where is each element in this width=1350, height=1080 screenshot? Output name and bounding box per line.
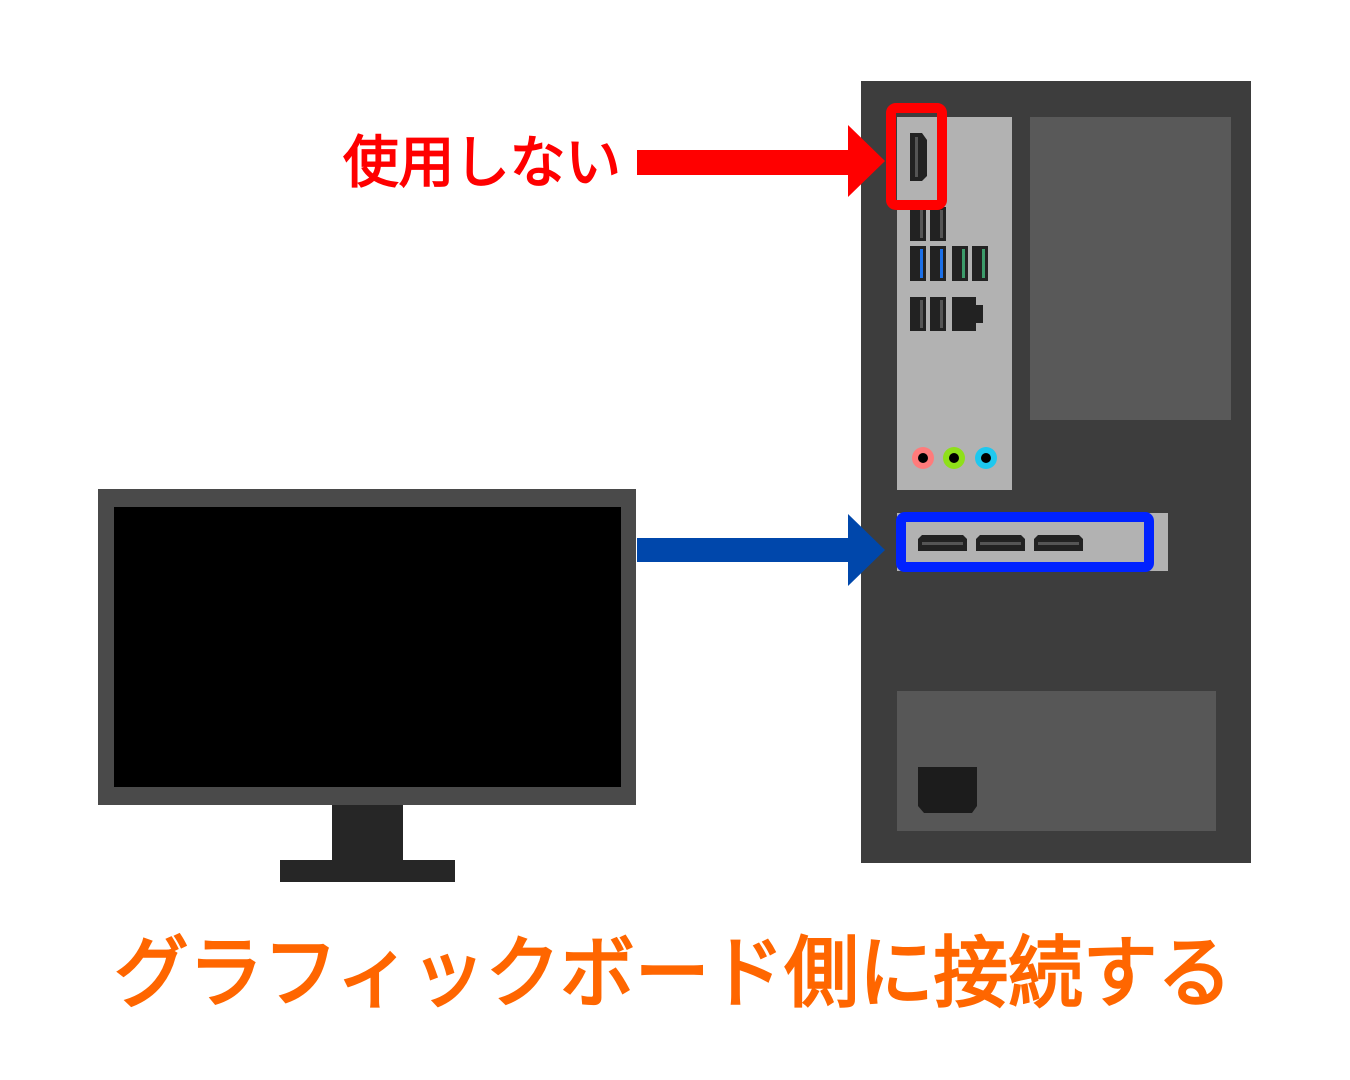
power-supply [897, 691, 1216, 831]
unused-port-highlight [886, 103, 947, 210]
io-plate [897, 117, 1012, 490]
unused-label: 使用しない [343, 131, 621, 196]
instruction-label: グラフィックボード側に接続する [114, 929, 1232, 1019]
gpu-bracket [896, 512, 1168, 572]
lan-port-icon [952, 297, 983, 331]
hdmi-port-icon [910, 133, 927, 181]
displayport-icon [918, 535, 1083, 551]
power-socket-icon [918, 767, 977, 813]
unused-arrow [637, 125, 885, 197]
monitor-icon [98, 489, 636, 882]
side-panel [1030, 117, 1231, 420]
gpu-port-highlight [896, 512, 1154, 572]
connect-arrow [637, 514, 885, 586]
pc-tower-icon [861, 81, 1251, 863]
audio-jacks [912, 447, 997, 469]
usb-ports [910, 207, 988, 331]
monitor-base [280, 860, 455, 882]
monitor-stand [332, 805, 403, 860]
